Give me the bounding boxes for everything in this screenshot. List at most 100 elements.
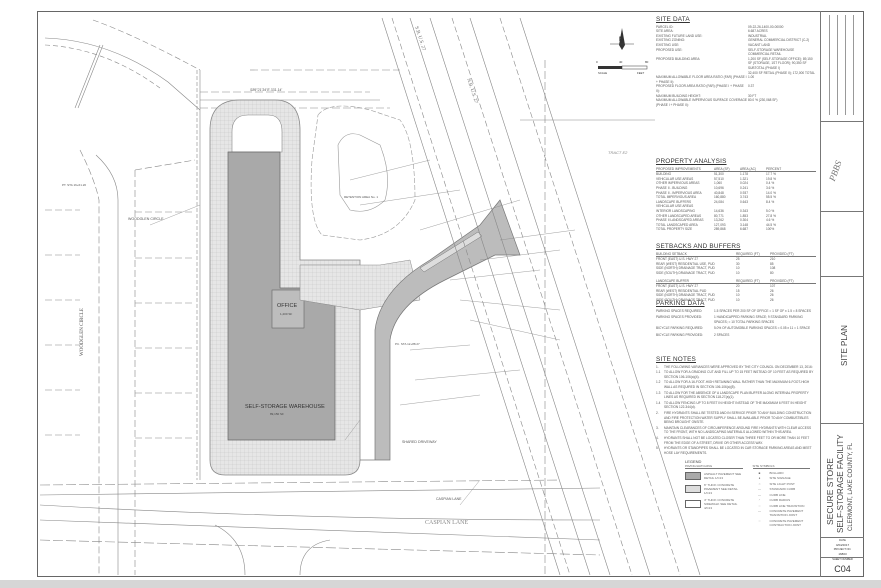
cell: 57,510 [714,176,724,181]
site-data-row: MAXIMUM ALLOWABLE IMPERVIOUS SURFACE COV… [656,98,816,107]
cell: 26 [770,288,774,293]
sheet-number-label: SHEET NUMBER [832,558,853,561]
site-data-row: PROPOSED BUILDING AREA:1,200 SF (SELF-ST… [656,57,816,71]
pc-station-label: PC. STA 12+88.27 [395,342,420,346]
site-data-value: 80.0 % (230,068 SF) [748,98,778,103]
legend: LEGEND PAVING/HATCHING ASPHALT PAVEMENT … [685,459,810,527]
cell: 3.6 % [766,185,775,190]
cell: 289,868 [714,227,726,232]
cell: 10,696 [714,185,724,190]
site-data-value: 09-22-26-1400-00-00000 [748,24,784,29]
access-median [419,231,483,273]
cell: 100% [766,227,775,232]
cell: 85 [770,261,774,266]
cell: 14,636 [714,208,724,213]
symbols-header: SITE SYMBOLS [752,464,810,469]
note-text: TO ALLOW FOR A 16-FOOT-HIGH RETAINING WA… [664,380,810,389]
legend-hatch-item: 6" THICK CONCRETE PAVEMENT SEE DETAIL 1/… [685,483,743,495]
cell: 10 [736,270,740,275]
legend-symbol-icon: — [758,509,761,513]
site-data-row: PROPOSED FLOOR AREA RATIO (FAR) (PHASE I… [656,84,816,93]
col-header: PERCENT [766,166,782,171]
parking-row: BICYCLE PARKING PROVIDED:2 SPACES [656,333,816,338]
building-setback-header: BUILDING SETBACK REQUIRED (FT) PROVIDED … [656,252,816,258]
access-drive [360,199,521,461]
cell: 0.241 [740,185,748,190]
legend-symbol-icon: — [758,487,761,491]
cell: 0.937 [740,190,748,195]
scale-tick-0: 0 [596,60,598,64]
cell: 0.643 [740,199,748,204]
legend-label: 6" THICK CONCRETE PAVEMENT SEE DETAIL 1/… [704,483,738,495]
setbacks-title: SETBACKS AND BUFFERS [656,243,741,250]
legend-label: SITE LIGHT POST [769,481,795,486]
cell: 10 [736,297,740,302]
cell: 107 [770,284,776,289]
cell: SIDE (SOUTH) DRAINAGE TRACT, PUD [656,270,715,275]
parking-data-table: PARKING DATA PARKING SPACES REQUIRED:1.5… [656,300,816,340]
firm-logo: PBBS [827,159,844,183]
warehouse-area-label: 89,150 SF [270,412,284,416]
parking-value: 5.0% OF AUTOMOBILE PARKING SPACES = 0.05… [714,326,811,331]
site-data-row: EXISTING FUTURE LAND USE:INDUSTRIAL [656,34,816,39]
note-text: TO ALLOW FENCING UP TO 8 FEET IN HEIGHT … [664,400,807,410]
cell: TOTAL LANDSCAPED AREA [656,222,698,227]
legend-symbol-item: —CONCRETE PAVEMENT TRANSITION JOINT [753,509,811,517]
title-block: PBBS SITE PLAN SECURE STORE SELF-STORAGE… [820,11,864,577]
legend-symbol-item: ○SITE LIGHT POST [753,482,811,486]
cell: 160,880 [714,195,726,200]
cell: 80,771 [714,213,724,218]
site-data-row: PARCEL ID:09-22-26-1400-00-00000 [656,25,816,30]
woodglen-road-label: WOODGLEN CIRCLE [80,308,85,356]
site-data-value: 30 FT [748,93,757,98]
cell: 0.4 % [766,181,775,186]
project-no-label: PROJECT NO. [833,548,852,551]
pt-station-label: PT. STA 16+61.20 [62,183,87,187]
col-header: AREA (AC) [740,166,756,171]
cell: 1.178 [740,172,748,177]
site-data-key: EXISTING ZONING: [656,38,686,43]
parking-row: BICYCLE PARKING REQUIRED:5.0% OF AUTOMOB… [656,326,816,331]
parking-key: PARKING SPACES PROVIDED: [656,315,703,320]
note-text: TO ALLOW FOR A GRADING CUT AND FILL UP T… [664,370,814,379]
cell: TOTAL IMPERVIOUS AREA [656,195,697,200]
cell: PHASE II - IMPERVIOUS AREA [656,190,702,195]
site-data-value: SELF-STORAGE WAREHOUSE COMMERCIAL RETAIL [748,47,795,57]
cell: SIDE (NORTH) DRAINAGE TRACT, PUD [656,293,715,298]
site-data-row: EXISTING ZONING:GENERAL COMMERCIAL DISTR… [656,38,816,43]
date-label: DATE [839,539,846,542]
property-analysis-header: PROPOSED IMPROVEMENTS AREA (SF) AREA (AC… [656,167,816,173]
property-analysis-title: PROPERTY ANALYSIS [656,158,727,165]
parking-value: 1 HANDICAPPED PARKING SPACE; 9 STANDARD … [714,315,803,324]
cell: 24,084 [714,199,724,204]
cell: 1.321 [740,176,748,181]
col-header: PROVIDED (FT) [770,278,794,283]
site-data-value: VACANT LAND [748,42,771,47]
cell: 13,262 [714,218,724,223]
note-text: HYDRANTS SHALL NOT BE LOCATED CLOSER THA… [664,435,810,445]
cell: 40,848 [714,190,724,195]
cell: 20 [736,284,740,289]
viewer-bottom-bar [0,580,881,588]
site-data-key: EXISTING USE: [656,42,680,47]
cell: 210 [770,257,776,262]
legend-symbol-item: —CURB LINE [753,493,811,497]
hatch-swatch-icon [685,500,701,508]
note-text: THE FOLLOWING VARIANCES WERE APPROVED BY… [664,364,813,369]
north-arrow-letter: N [619,37,624,43]
cell: LANDSCAPE BUFFERS [656,199,692,204]
site-data-key: PROPOSED BUILDING AREA: [656,56,701,61]
cell: VEHICULAR USE AREAS [656,176,694,181]
